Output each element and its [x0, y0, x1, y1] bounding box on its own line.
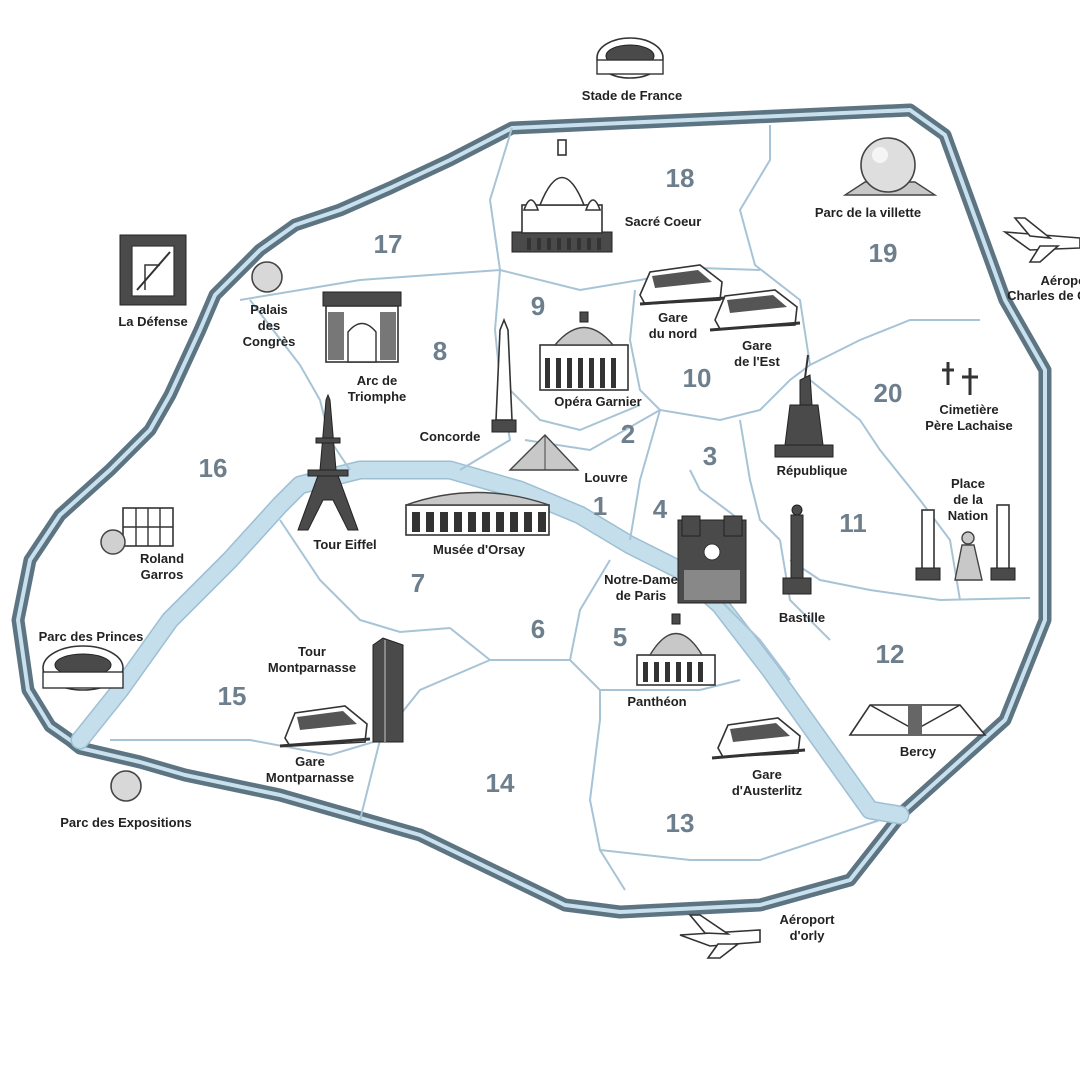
parc-expositions-icon [110, 770, 142, 802]
label-nation-3: Nation [948, 508, 989, 523]
republique-statue-icon [774, 354, 834, 458]
label-gare-austerlitz-2: d'Austerlitz [732, 783, 803, 798]
district-17: 17 [374, 229, 403, 259]
district-18: 18 [666, 163, 695, 193]
district-8: 8 [433, 336, 447, 366]
label-parc-des-expositions: Parc des Expositions [60, 815, 192, 830]
seine-river [70, 460, 910, 825]
label-aeroport-cdg: Aéroport [1041, 273, 1080, 288]
stadium-icon [42, 645, 124, 691]
label-tour-montparnasse-2: Montparnasse [268, 660, 356, 675]
pantheon-icon [636, 613, 716, 686]
opera-garnier-icon [539, 311, 629, 391]
label-garros: Garros [141, 567, 184, 582]
district-borders [110, 125, 1031, 891]
bastille-column-icon [782, 504, 812, 595]
cross-icon [942, 362, 978, 395]
district-14: 14 [486, 768, 515, 798]
label-notre-dame-2: de Paris [616, 588, 667, 603]
label-congres: Congrès [243, 334, 296, 349]
district-16: 16 [199, 453, 228, 483]
district-19: 19 [869, 238, 898, 268]
label-gare-du-nord-2: du nord [649, 326, 697, 341]
sacre-coeur-icon [511, 139, 613, 253]
label-parc-villette: Parc de la villette [815, 205, 921, 220]
notre-dame-icon [677, 515, 747, 604]
train-icon-gare-de-lest [709, 289, 801, 332]
district-6: 6 [531, 614, 545, 644]
bercy-icon [848, 704, 987, 736]
label-gare-est-2: de l'Est [734, 354, 780, 369]
label-roland: Roland [140, 551, 184, 566]
label-arc: Arc de [357, 373, 397, 388]
label-nation-1: Place [951, 476, 985, 491]
roland-garros-icon [100, 507, 174, 555]
label-bercy: Bercy [900, 744, 937, 759]
district-12: 12 [876, 639, 905, 669]
label-pere-lachaise: Père Lachaise [925, 418, 1012, 433]
district-20: 20 [874, 378, 903, 408]
label-nation-2: de la [953, 492, 983, 507]
district-1: 1 [593, 491, 607, 521]
district-11: 11 [839, 508, 867, 538]
label-triomphe: Triomphe [348, 389, 407, 404]
train-icon-gare-du-nord [639, 264, 726, 306]
train-icon-gare-montparnasse [279, 705, 371, 748]
concorde-obelisk-icon [491, 317, 517, 433]
stade-de-france-icon [596, 37, 664, 79]
louvre-pyramid-icon [508, 433, 580, 471]
la-defense-icon [119, 234, 187, 306]
label-gare-montparnasse-1: Gare [295, 754, 325, 769]
district-13: 13 [666, 808, 695, 838]
label-republique: République [777, 463, 848, 478]
label-gare-montparnasse-2: Montparnasse [266, 770, 354, 785]
airplane-icon [1002, 217, 1080, 263]
label-tour-eiffel: Tour Eiffel [313, 537, 376, 552]
district-2: 2 [621, 419, 635, 449]
label-gare-du-nord-1: Gare [658, 310, 688, 325]
district-3: 3 [703, 441, 717, 471]
train-icon-gare-austerlitz [711, 717, 806, 760]
nation-columns-icon [915, 504, 1016, 581]
label-dorly: d'orly [790, 928, 826, 943]
label-musee-dorsay: Musée d'Orsay [433, 542, 526, 557]
label-cimetiere: Cimetière [939, 402, 998, 417]
district-10: 10 [683, 363, 712, 393]
district-15: 15 [218, 681, 247, 711]
tour-montparnasse-icon [372, 637, 404, 743]
district-4: 4 [653, 494, 668, 524]
label-aeroport-orly: Aéroport [780, 912, 836, 927]
label-palais: Palais [250, 302, 288, 317]
label-tour-montparnasse-1: Tour [298, 644, 326, 659]
label-pantheon: Panthéon [627, 694, 686, 709]
label-stade-de-france: Stade de France [582, 88, 682, 103]
label-louvre: Louvre [584, 470, 627, 485]
district-7: 7 [411, 568, 425, 598]
district-5: 5 [613, 622, 627, 652]
airplane-icon-orly [679, 914, 761, 959]
label-opera-garnier: Opéra Garnier [554, 394, 641, 409]
label-concorde: Concorde [420, 429, 481, 444]
label-notre-dame-1: Notre-Dame [604, 572, 678, 587]
label-charles-de-gaulle: Charles de Gaulle [1007, 288, 1080, 303]
label-des: des [258, 318, 280, 333]
label-la-defense: La Défense [118, 314, 187, 329]
eiffel-tower-icon [297, 393, 359, 531]
label-gare-est-1: Gare [742, 338, 772, 353]
palais-congres-icon [251, 261, 283, 293]
musee-dorsay-icon [405, 491, 550, 536]
parc-villette-icon [842, 137, 938, 196]
label-gare-austerlitz-1: Gare [752, 767, 782, 782]
district-numbers: 1 2 3 4 5 6 7 8 9 10 11 12 13 14 15 16 1… [199, 163, 905, 838]
label-sacre-coeur: Sacré Coeur [625, 214, 702, 229]
label-parc-des-princes: Parc des Princes [39, 629, 144, 644]
district-9: 9 [531, 291, 545, 321]
arc-de-triomphe-icon [322, 291, 402, 363]
label-bastille: Bastille [779, 610, 825, 625]
